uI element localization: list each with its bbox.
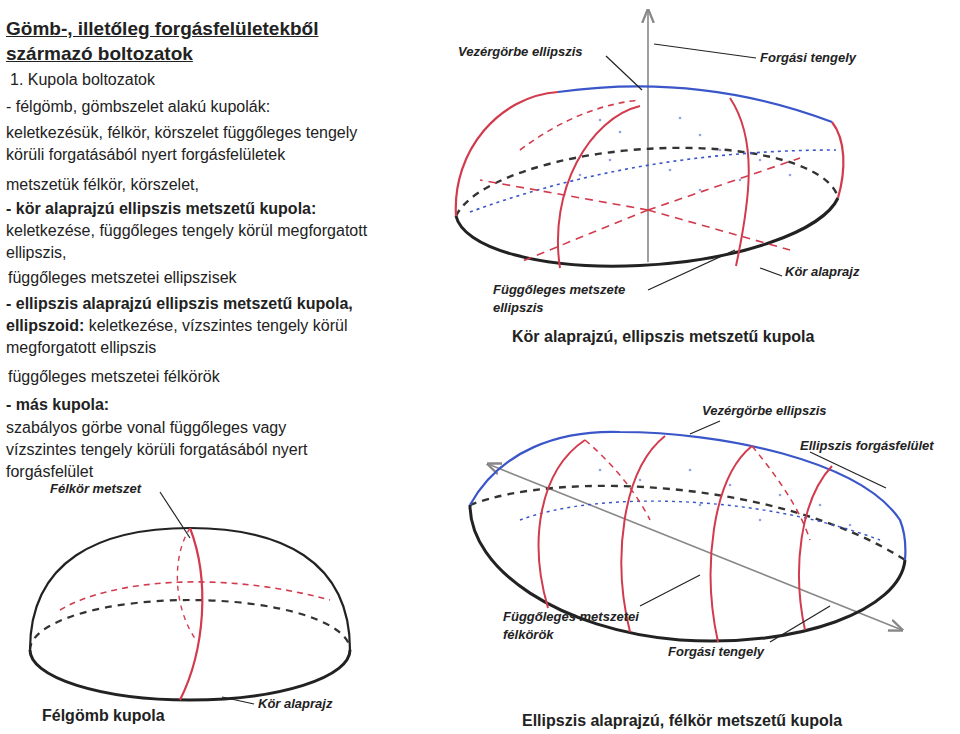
meridian [730, 98, 749, 266]
rotation-axis [647, 10, 649, 262]
body-text: - félgömb, gömbszelet alakú kupolák: [6, 96, 270, 118]
body-text: keletkezésük, félkör, körszelet függőleg… [6, 122, 391, 166]
figure-label: Függőleges metszetei félkörök [503, 608, 668, 644]
dome-outline [30, 528, 350, 650]
text-paragraph: - ellipszis alaprajzú ellipszis metszetű… [6, 293, 371, 359]
figure-label: Ellipszis forgásfelület [800, 437, 934, 455]
body-text: - kör alaprajzú ellipszis metszetű kupol… [6, 198, 316, 220]
figure-label: Forgási tengely [668, 643, 764, 661]
figure-label: Kör alaprajz [258, 695, 332, 713]
body-text: metszetük félkör, körszelet, [6, 174, 199, 196]
semicircle-section [711, 446, 752, 642]
base-back [456, 148, 838, 216]
leader-line [770, 606, 830, 642]
body-text: szabályos görbe vonal függőleges vagy ví… [6, 417, 358, 483]
meridian [832, 122, 843, 198]
radius [648, 158, 800, 210]
body-text: keletkezése, függőleges tengely körül me… [6, 220, 391, 264]
body-text: 1. Kupola boltozatok [10, 69, 155, 91]
body-text: - más kupola: [6, 394, 109, 416]
ellipsoid-dome-figure [470, 421, 905, 642]
body-text: függőleges metszetei félkörök [8, 366, 220, 388]
leader-line [640, 575, 700, 606]
leader-line [810, 452, 886, 488]
leader-line [222, 697, 254, 704]
base-back [470, 486, 905, 560]
figure-label: Félkör metszet [50, 480, 141, 498]
semicircle-section [621, 436, 665, 632]
radius [520, 210, 648, 262]
semicircle-section [539, 440, 585, 608]
figure-caption: Ellipszis alaprajzú, félkör metszetű kup… [522, 711, 842, 731]
semicircle-section [799, 466, 832, 630]
figure-label: Kör alaprajz [785, 263, 859, 281]
figure-label: Forgási tengely [760, 49, 856, 67]
leader-line [690, 421, 720, 434]
radius [480, 180, 648, 210]
leader-line [606, 56, 642, 90]
figure-label: Vezérgörbe ellipszis [702, 402, 827, 420]
base-back [30, 600, 350, 650]
figure-caption: Félgömb kupola [42, 706, 165, 726]
meridian-back [177, 528, 196, 640]
page-title: Gömb-, illetőleg forgásfelületekből szár… [6, 16, 396, 66]
meridian-back [520, 100, 640, 150]
base-front [456, 198, 838, 266]
generatrix-back [470, 150, 836, 212]
leader-line [760, 268, 782, 276]
radius [648, 210, 790, 250]
meridian [456, 92, 558, 216]
meridian [558, 106, 640, 268]
figure-label: Vezérgörbe ellipszis [458, 43, 583, 61]
figure-label: Függőleges metszete ellipszis [493, 281, 653, 317]
section-back [585, 440, 650, 520]
semicircle-meridian [180, 528, 202, 700]
leader-line [160, 492, 190, 538]
body-text: függőleges metszetei ellipszisek [8, 267, 237, 289]
leader-line [648, 250, 735, 290]
hemisphere-figure [30, 492, 350, 704]
generatrix-back [520, 501, 880, 540]
section-back [752, 446, 810, 540]
shading-dots [599, 469, 852, 527]
figure-caption: Kör alaprajzú, ellipszis metszetű kupola [512, 327, 814, 347]
shading-dots [579, 117, 792, 192]
leader-line [654, 44, 756, 58]
meridian-back [60, 582, 330, 610]
generatrix-ellipse [558, 86, 832, 122]
